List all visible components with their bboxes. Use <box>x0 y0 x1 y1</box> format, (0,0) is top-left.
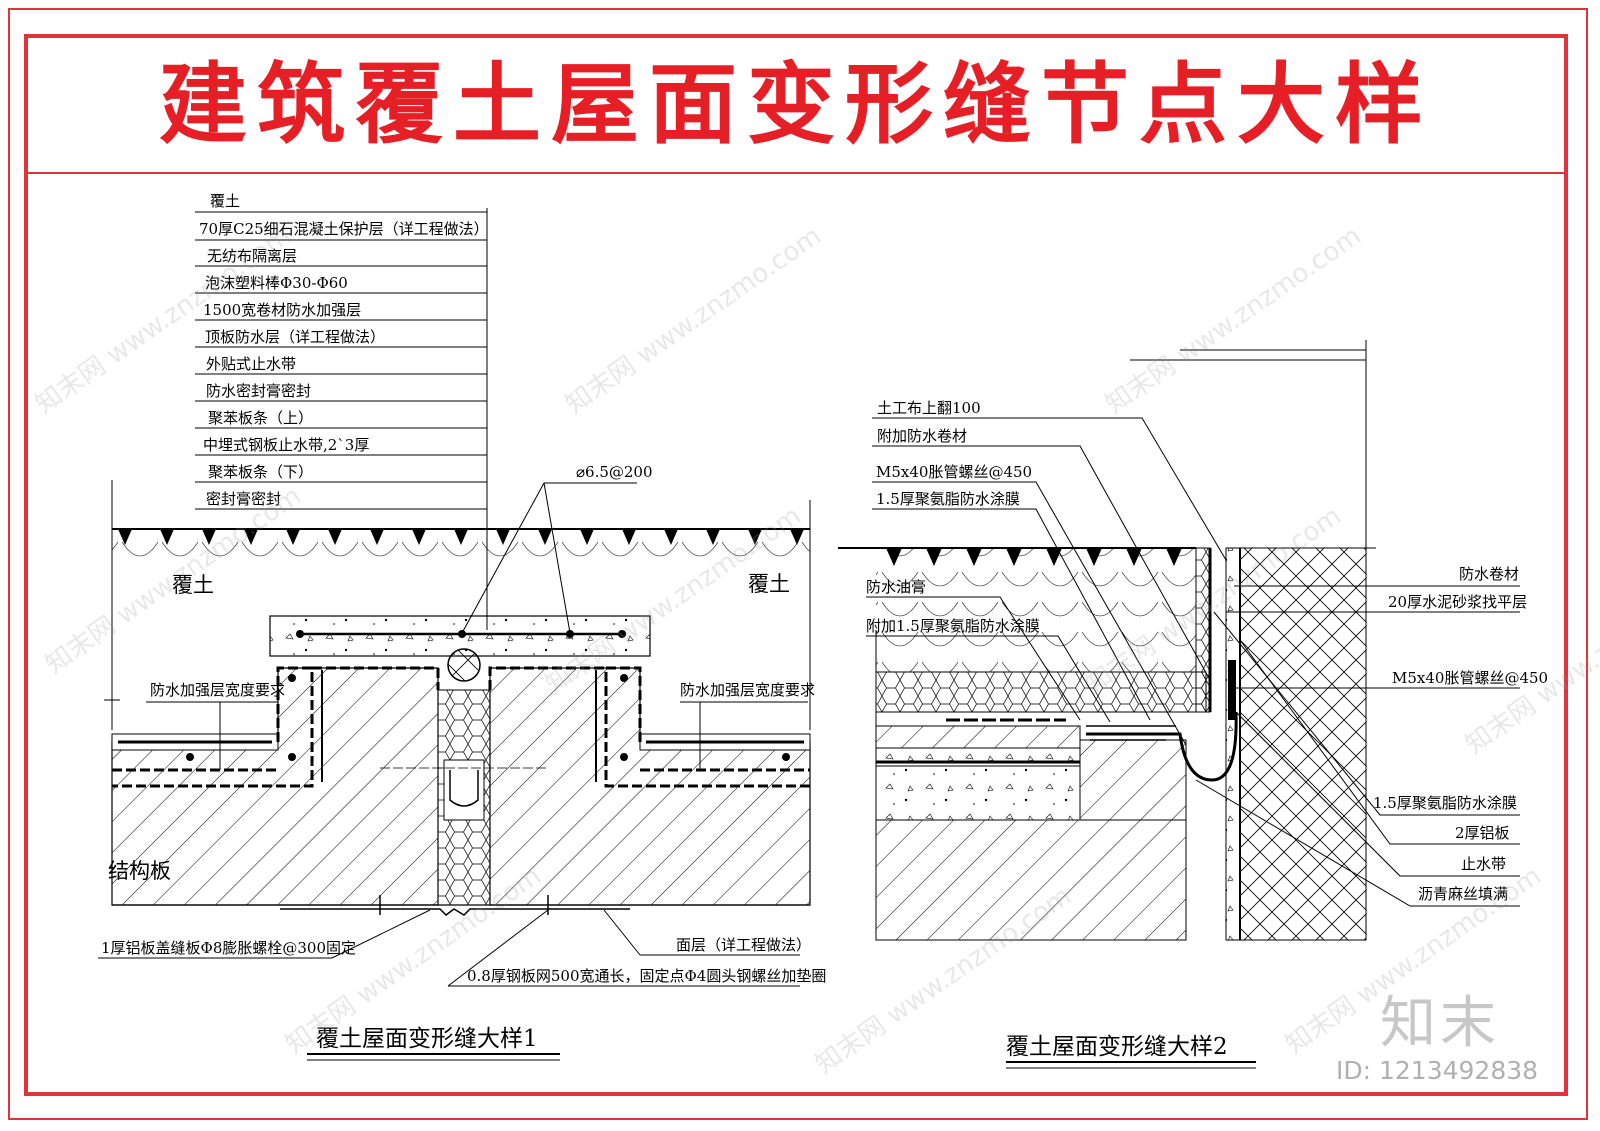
d1-soil-right: 覆土 <box>748 572 790 596</box>
d1-label-5: 1500宽卷材防水加强层 <box>203 301 361 319</box>
d2-caption: 覆土屋面变形缝大样2 <box>1006 1034 1228 1060</box>
detail1-leader-labels: 覆土 70厚C25细石混凝土保护层（详工程做法） 无纺布隔离层 泡沫塑料棒Φ30… <box>199 192 489 508</box>
d1-label-1: 覆土 <box>210 192 240 210</box>
inner-frame <box>24 34 1568 1096</box>
d2-right-label-2: 20厚水泥砂浆找平层 <box>1388 593 1527 611</box>
d1-label-10: 中埋式钢板止水带,2`3厚 <box>203 436 369 454</box>
d1-soil-left: 覆土 <box>172 573 214 597</box>
detail1-drawing <box>98 208 811 1061</box>
d1-label-3: 无纺布隔离层 <box>207 247 297 265</box>
d1-label-11: 聚苯板条（下） <box>208 463 313 481</box>
d1-structure-slab: 结构板 <box>108 859 171 883</box>
d1-label-2: 70厚C25细石混凝土保护层（详工程做法） <box>199 220 489 238</box>
d2-right-label-7: 沥青麻丝填满 <box>1418 885 1508 903</box>
id-label: ID: 1213492838 <box>1336 1056 1539 1085</box>
d1-label-8: 防水密封膏密封 <box>206 382 311 400</box>
d2-top-label-3: M5x40胀管螺丝@450 <box>876 463 1032 481</box>
outer-frame <box>8 8 1588 1120</box>
d2-left-label-1: 防水油膏 <box>866 578 926 596</box>
d2-right-label-5: 2厚铝板 <box>1455 824 1510 842</box>
page-title: 建筑覆土屋面变形缝节点大样 <box>158 53 1433 156</box>
d1-label-6: 顶板防水层（详工程做法） <box>205 328 385 346</box>
d2-top-label-1: 土工布上翻100 <box>877 399 981 417</box>
d1-label-12: 密封膏密封 <box>206 490 281 508</box>
d2-top-label-4: 1.5厚聚氨脂防水涂膜 <box>876 490 1020 508</box>
d2-right-label-3: M5x40胀管螺丝@450 <box>1392 669 1548 687</box>
d1-label-4: 泡沫塑料棒Φ30-Φ60 <box>205 274 348 292</box>
d1-label-9: 聚苯板条（上） <box>208 409 313 427</box>
d1-bottom-right-2: 0.8厚钢板网500宽通长，固定点Φ4圆头钢螺丝加垫圈 <box>467 967 826 985</box>
d2-left-label-2: 附加1.5厚聚氨脂防水涂膜 <box>866 617 1040 635</box>
d2-top-label-2: 附加防水卷材 <box>877 427 967 445</box>
d2-right-label-1: 防水卷材 <box>1459 565 1519 583</box>
d1-bottom-right-1: 面层（详工程做法） <box>676 936 811 954</box>
title-separator <box>24 172 1568 174</box>
d2-right-label-4: 1.5厚聚氨脂防水涂膜 <box>1373 794 1517 812</box>
d1-reinforce-left: 防水加强层宽度要求 <box>150 681 285 699</box>
detail2-drawing <box>838 340 1520 1069</box>
d1-bottom-left: 1厚铝板盖缝板Φ8膨胀螺栓@300固定 <box>101 939 356 957</box>
d1-rebar-label: ⌀6.5@200 <box>576 463 653 481</box>
d1-reinforce-right: 防水加强层宽度要求 <box>680 681 815 699</box>
d2-right-label-6: 止水带 <box>1461 855 1506 873</box>
brand-logo: 知末 <box>1380 991 1500 1056</box>
d1-caption: 覆土屋面变形缝大样1 <box>316 1026 538 1052</box>
d1-label-7: 外贴式止水带 <box>206 355 296 373</box>
